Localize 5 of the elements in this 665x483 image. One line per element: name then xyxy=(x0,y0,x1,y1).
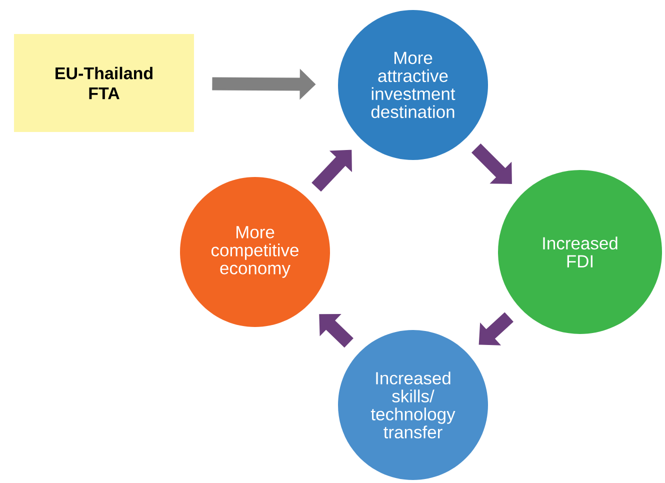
arrow xyxy=(319,314,354,348)
arrow xyxy=(478,312,514,346)
arrow xyxy=(312,150,352,192)
arrow xyxy=(471,143,512,184)
label-box: EU-Thailand FTA xyxy=(14,34,194,132)
